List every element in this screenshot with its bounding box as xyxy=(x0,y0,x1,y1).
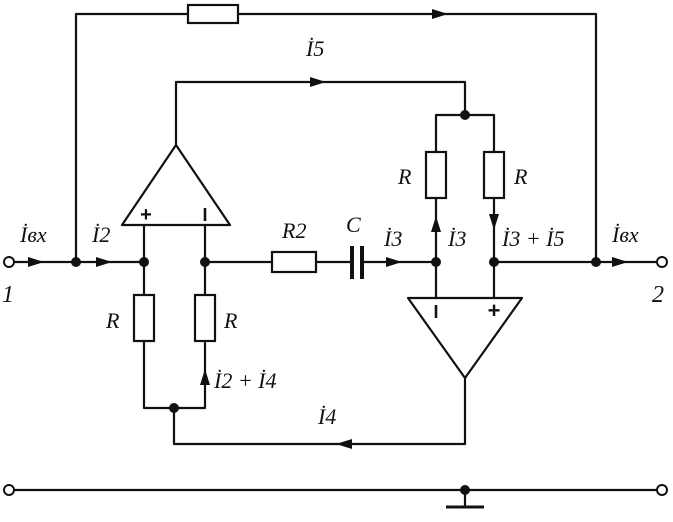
junction-right-minus xyxy=(431,257,441,267)
label-i3-up: İ3 xyxy=(447,226,466,251)
arrow-i3-down xyxy=(489,214,499,230)
left-opamp-minus-sign: I xyxy=(202,205,207,225)
resistor-r2 xyxy=(270,250,318,274)
left-resistor-a xyxy=(132,293,156,343)
right-opamp-plus-sign: + xyxy=(488,298,501,323)
label-i-in-right: İвх xyxy=(611,222,639,247)
junction-right-top xyxy=(460,110,470,120)
terminal-2-top xyxy=(656,256,668,268)
top-feedback-wire-right xyxy=(236,12,598,264)
arrow-i3-up xyxy=(431,216,441,232)
i4-wire xyxy=(172,376,467,446)
arrow-i-in-right xyxy=(612,257,628,267)
arrow-i3-series xyxy=(386,257,402,267)
terminal-2-bottom xyxy=(656,484,668,496)
right-resistor-b xyxy=(482,150,506,200)
junction-right-plus xyxy=(489,257,499,267)
right-resistor-top-wire xyxy=(434,113,496,154)
left-opamp-plus-sign: + xyxy=(140,204,152,226)
junction-output xyxy=(591,257,601,267)
terminal-1-bottom xyxy=(3,484,15,496)
arrow-i4 xyxy=(336,439,352,449)
left-resistor-bottom-wire xyxy=(142,339,207,410)
junction-ground xyxy=(460,485,470,495)
junction-left-bottom xyxy=(169,403,179,413)
arrow-i5 xyxy=(310,77,326,87)
left-resistor-b xyxy=(193,293,217,343)
label-r-left-a: R xyxy=(105,308,120,333)
label-c: C xyxy=(346,212,361,237)
label-i3-plus-i5: İ3 + İ5 xyxy=(501,226,565,251)
label-r-left-b: R xyxy=(223,308,238,333)
top-resistor xyxy=(186,3,240,25)
label-i2: İ2 xyxy=(91,222,110,247)
i5-wire xyxy=(174,80,467,147)
arrow-i2 xyxy=(96,257,112,267)
junction-left-minus xyxy=(200,257,210,267)
right-opamp xyxy=(406,296,524,380)
label-i-in-left: İвх xyxy=(19,222,47,247)
top-feedback-wire-left xyxy=(74,12,190,264)
junction-left-plus xyxy=(139,257,149,267)
left-opamp xyxy=(120,143,232,227)
label-i2-plus-i4: İ2 + İ4 xyxy=(213,368,277,393)
right-opamp-minus-sign: I xyxy=(433,302,438,322)
terminal-label-1: 1 xyxy=(2,282,14,308)
label-r-right-a: R xyxy=(397,164,412,189)
arrow-i2-plus-i4 xyxy=(200,369,210,385)
label-i3-series: İ3 xyxy=(383,226,402,251)
label-r-right-b: R xyxy=(513,164,528,189)
label-i5: İ5 xyxy=(305,36,324,61)
arrow-i-in-left xyxy=(28,257,44,267)
terminal-1-top xyxy=(3,256,15,268)
arrow-top-feedback xyxy=(432,9,448,19)
label-i4: İ4 xyxy=(317,404,336,429)
label-r2: R2 xyxy=(281,218,306,243)
terminal-label-2: 2 xyxy=(652,282,664,308)
right-resistor-a xyxy=(424,150,448,200)
junction-input xyxy=(71,257,81,267)
